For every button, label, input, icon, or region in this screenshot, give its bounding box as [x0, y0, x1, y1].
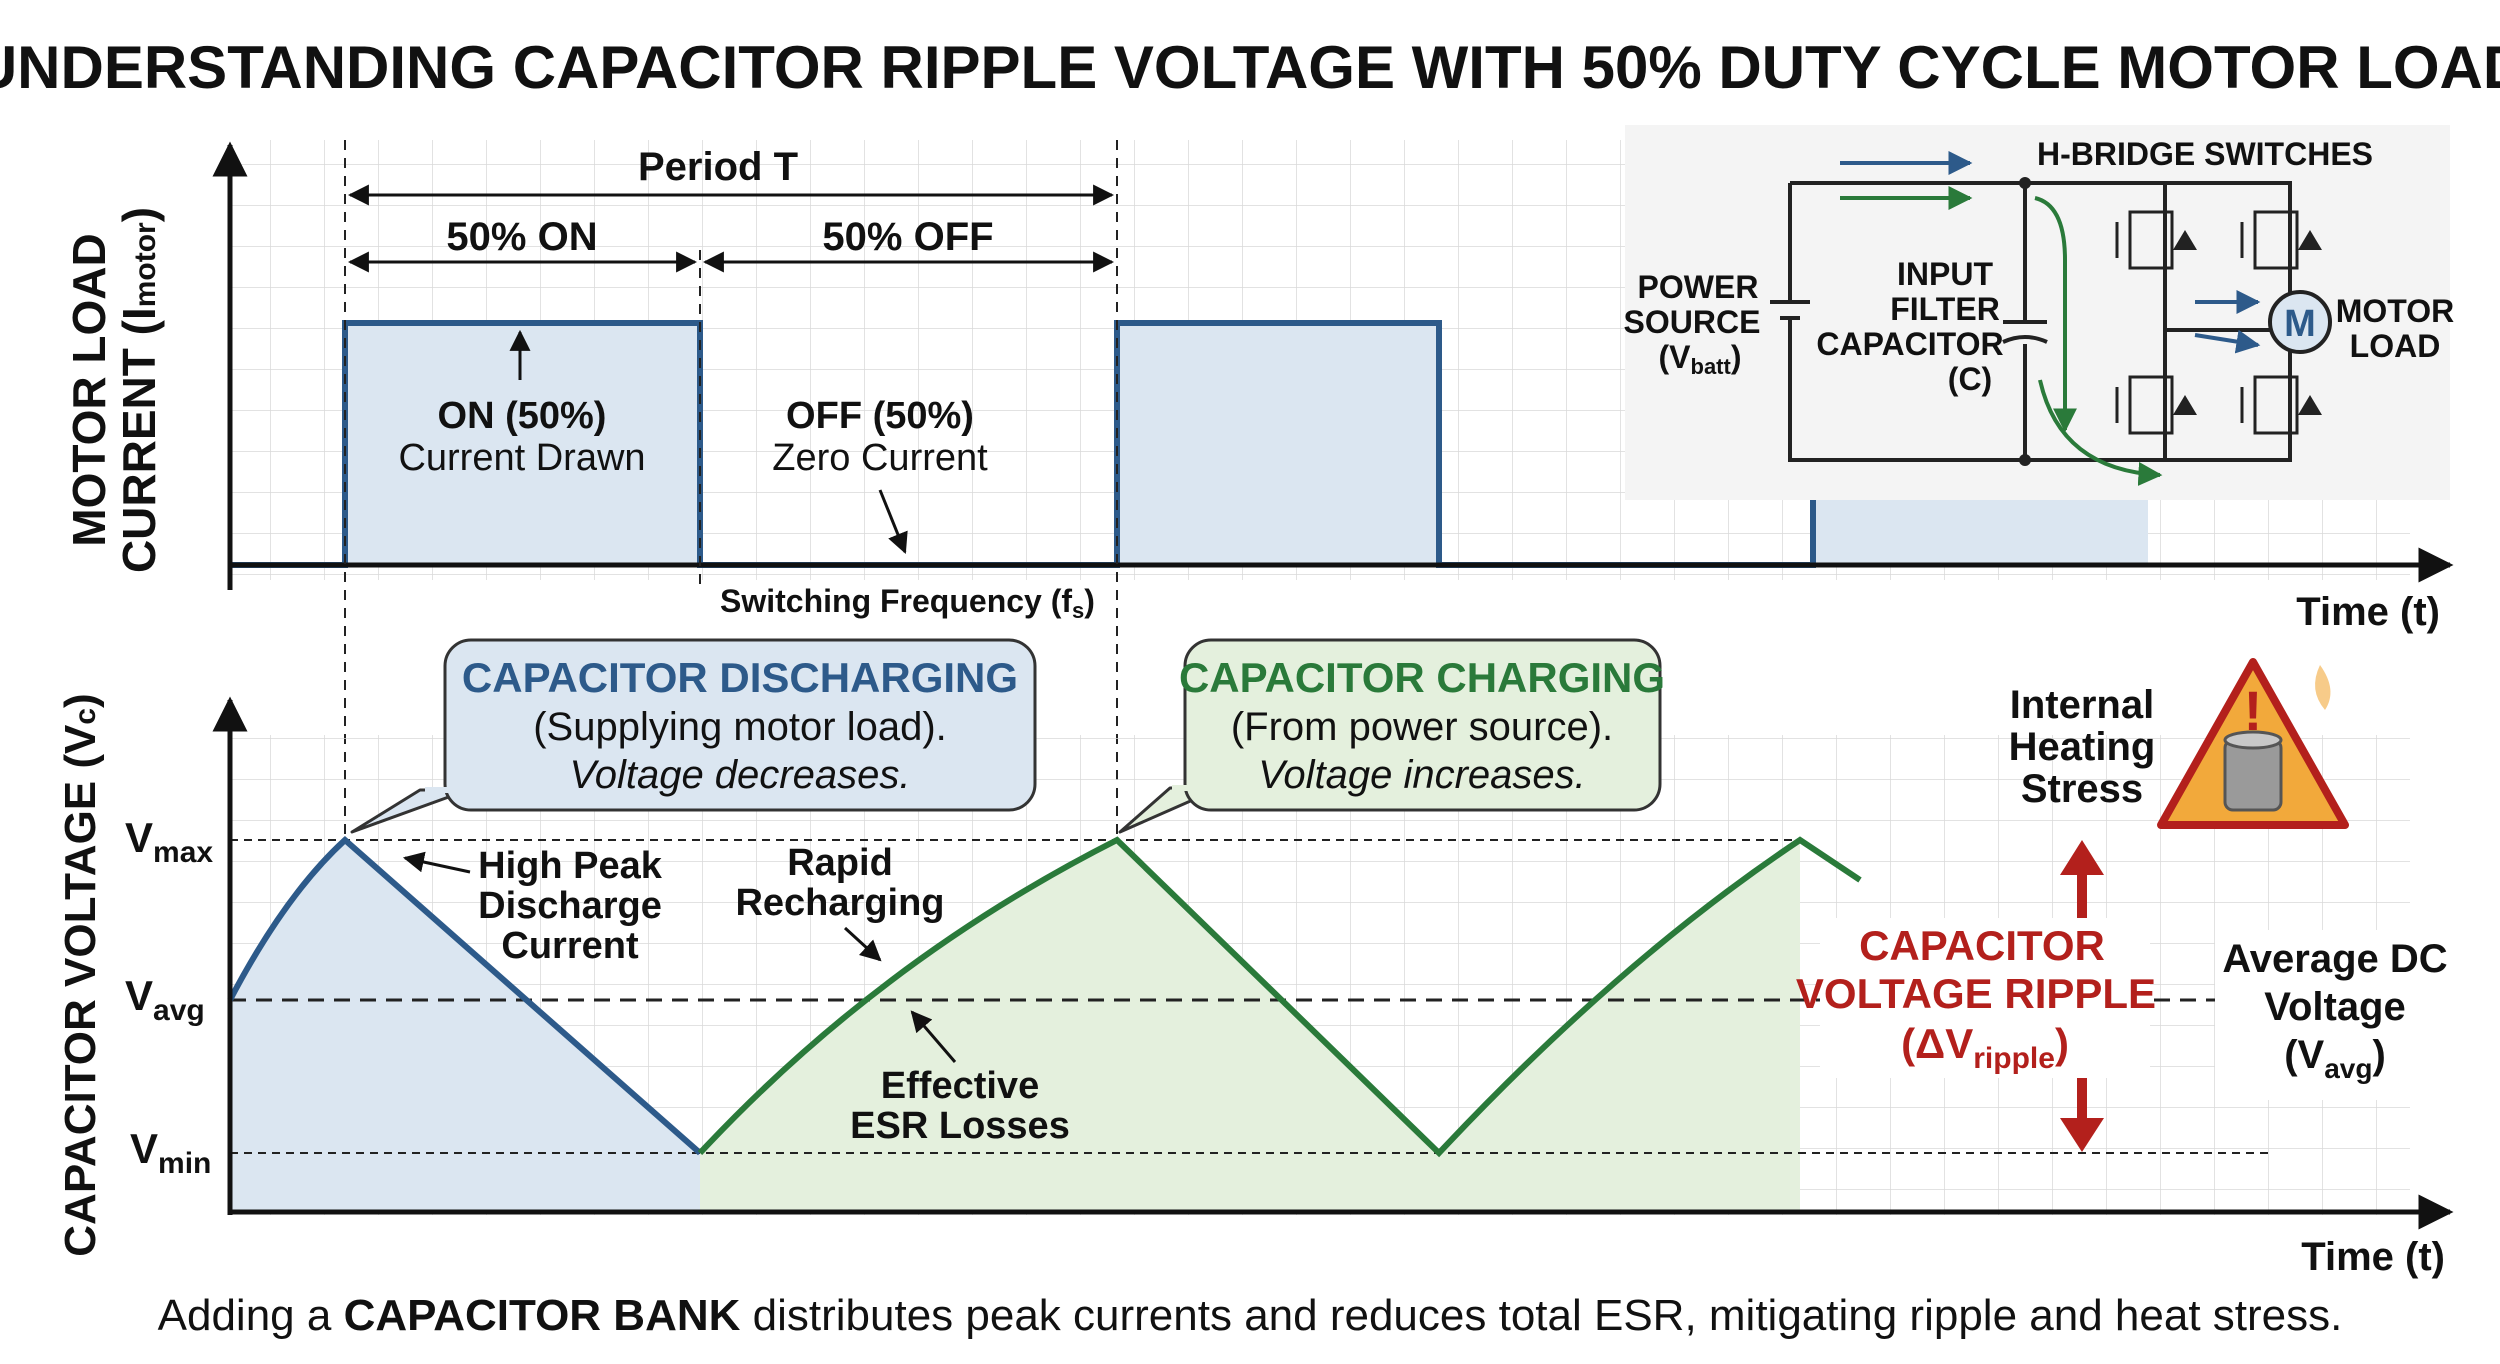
avg-voltage-label-2: Voltage — [2264, 985, 2406, 1029]
svg-text:CURRENT (Imotor): CURRENT (Imotor) — [113, 207, 165, 573]
ripple-arrowhead-up — [2060, 840, 2104, 875]
peak-discharge-arrow — [402, 851, 471, 874]
return-flow-arrow — [2038, 379, 2163, 486]
avg-voltage-label-3: (Vavg) — [2284, 1033, 2386, 1084]
motor-symbol-letter: M — [2284, 303, 2316, 345]
off-annotation-arrow — [878, 489, 908, 554]
footer-note: Adding a CAPACITOR BANK distributes peak… — [158, 1291, 2343, 1340]
mosfet-switch-3 — [2115, 375, 2197, 435]
current-y-label: MOTOR LOAD CURRENT (Imotor) — [63, 207, 165, 573]
svg-text:CAPACITOR VOLTAGE (Vc): CAPACITOR VOLTAGE (Vc) — [56, 693, 105, 1256]
off-duration-label: 50% OFF — [822, 215, 993, 259]
ripple-arrowhead-down — [2060, 1118, 2104, 1152]
input-capacitor-label-4: (C) — [1948, 361, 1992, 397]
h-bridge-circuit: H-BRIDGE SWITCHES — [1624, 125, 2455, 500]
heating-stress-label-1: Internal — [2010, 683, 2154, 727]
power-source-label-3: (Vbatt) — [1659, 339, 1742, 379]
svg-text:!: ! — [2244, 679, 2263, 742]
warning-heat-icon: ! — [2157, 658, 2349, 829]
esr-losses-arrow — [910, 1010, 957, 1063]
motor-symbol — [2268, 290, 2332, 354]
switching-frequency-label: Switching Frequency (fs) — [720, 583, 1095, 623]
on-annotation-desc: Current Drawn — [398, 437, 645, 479]
page-title: UNDERSTANDING CAPACITOR RIPPLE VOLTAGE W… — [0, 34, 2500, 101]
esr-losses-label-1: Effective — [881, 1065, 1039, 1107]
avg-voltage-label-bg — [2215, 930, 2465, 1100]
motor-load-label-2: LOAD — [2350, 328, 2441, 364]
node-bottom — [2019, 454, 2031, 466]
peak-discharge-label-2: Discharge — [478, 885, 662, 927]
charge-curve — [697, 836, 1862, 1158]
esr-losses-label-2: ESR Losses — [850, 1105, 1070, 1147]
voltage-y-label: CAPACITOR VOLTAGE (Vc) — [56, 693, 105, 1256]
off-annotation-desc: Zero Current — [772, 437, 988, 479]
charging-title: CAPACITOR CHARGING — [1179, 654, 1665, 701]
heating-stress-label-2: Heating — [2009, 725, 2156, 769]
on-pulse-3 — [1813, 500, 2148, 565]
discharging-callout: CAPACITOR DISCHARGING (Supplying motor l… — [350, 638, 1037, 834]
input-capacitor-label-1: INPUT — [1897, 256, 1993, 292]
power-source-label-2: SOURCE — [1624, 304, 1761, 340]
on-pulse-1 — [345, 323, 700, 565]
on-pulse-2 — [1117, 323, 1439, 565]
charging-callout: CAPACITOR CHARGING (From power source). … — [1118, 638, 1665, 834]
node-top — [2019, 177, 2031, 189]
rapid-recharge-label-2: Recharging — [735, 882, 944, 924]
discharge-area — [230, 840, 700, 1212]
discharging-title: CAPACITOR DISCHARGING — [462, 654, 1018, 701]
svg-text:MOTOR LOAD: MOTOR LOAD — [63, 233, 115, 546]
peak-discharge-label-1: High Peak — [478, 845, 663, 887]
charging-effect: Voltage increases. — [1258, 753, 1586, 797]
avg-voltage-label-1: Average DC — [2222, 937, 2447, 981]
mosfet-switch-4 — [2240, 375, 2322, 435]
vavg-tick-label: Vavg — [125, 972, 205, 1027]
off-annotation-title: OFF (50%) — [786, 395, 974, 437]
rapid-recharge-label-1: Rapid — [787, 842, 893, 884]
charging-desc: (From power source). — [1231, 705, 1613, 749]
current-x-label: Time (t) — [2296, 590, 2440, 634]
ripple-label-1: CAPACITOR — [1859, 922, 2105, 969]
vmax-tick-label: Vmax — [125, 814, 213, 869]
voltage-x-label: Time (t) — [2301, 1235, 2445, 1279]
on-duration-label: 50% ON — [446, 215, 597, 259]
ripple-label-2: VOLTAGE RIPPLE — [1796, 970, 2156, 1017]
capacitor-symbol — [2002, 320, 2048, 344]
mosfet-switch-1 — [2115, 210, 2197, 270]
vmin-tick-label: Vmin — [130, 1125, 211, 1180]
h-bridge-label: H-BRIDGE SWITCHES — [2037, 136, 2373, 172]
ripple-label-3: (ΔVripple) — [1901, 1020, 2069, 1075]
charge-area — [700, 840, 1800, 1212]
rapid-recharge-arrow — [843, 926, 882, 962]
heating-stress-label-3: Stress — [2021, 767, 2143, 811]
period-label: Period T — [638, 145, 798, 189]
mosfet-switch-2 — [2240, 210, 2322, 270]
motor-load-label-1: MOTOR — [2336, 293, 2455, 329]
on-annotation-title: ON (50%) — [438, 395, 607, 437]
discharge-curve — [227, 835, 702, 1156]
peak-discharge-label-3: Current — [501, 925, 639, 967]
power-source-label-1: POWER — [1638, 269, 1759, 305]
ripple-label-bg — [1820, 918, 2150, 1078]
capacitor-flow-arrow — [2034, 196, 2077, 433]
battery-symbol — [1770, 300, 1810, 320]
input-capacitor-label-3: CAPACITOR — [1816, 326, 2003, 362]
discharging-effect: Voltage decreases. — [570, 753, 911, 797]
input-capacitor-label-2: FILTER — [1890, 291, 2000, 327]
discharging-desc: (Supplying motor load). — [533, 705, 947, 749]
voltage-chart: CAPACITOR VOLTAGE (Vc) Vmax Vavg Vmin CA… — [56, 638, 2465, 1279]
motor-flow-arrow-2 — [2194, 329, 2261, 354]
